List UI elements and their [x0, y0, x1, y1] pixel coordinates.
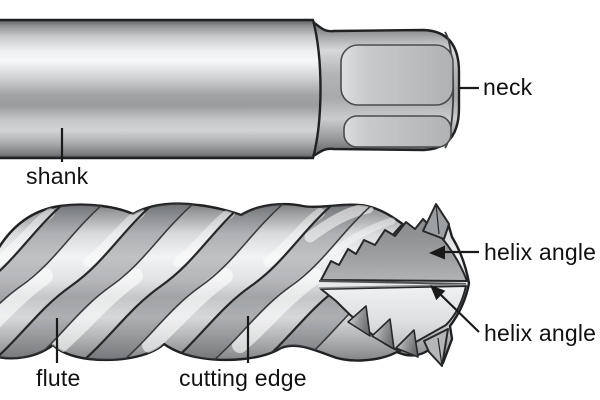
helix-angle-bottom-arrowhead [430, 285, 446, 301]
label-helix-angle-top: helix angle [484, 239, 597, 265]
label-shank: shank [26, 163, 89, 189]
helix-angle-bottom-arrow-line [440, 294, 480, 333]
tip-top-spike [422, 203, 450, 240]
square-drive-face-lower [343, 115, 452, 148]
tip-lower-teeth [347, 305, 419, 358]
label-cutting-edge: cutting edge [179, 365, 307, 391]
label-flute: flute [36, 365, 81, 391]
square-drive-face-main [340, 44, 454, 106]
tip-lower-cone [320, 285, 467, 352]
arrowheads [429, 245, 446, 301]
shank-and-neck-group [0, 18, 461, 160]
shank-shape [0, 18, 322, 160]
leader-lines [55, 86, 480, 363]
fluted-section-group [0, 202, 471, 367]
helix-angle-top-arrowhead [429, 245, 445, 260]
label-neck: neck [483, 74, 533, 100]
tip-axis-groove [318, 280, 467, 289]
label-helix-angle-bottom: helix angle [484, 320, 597, 346]
